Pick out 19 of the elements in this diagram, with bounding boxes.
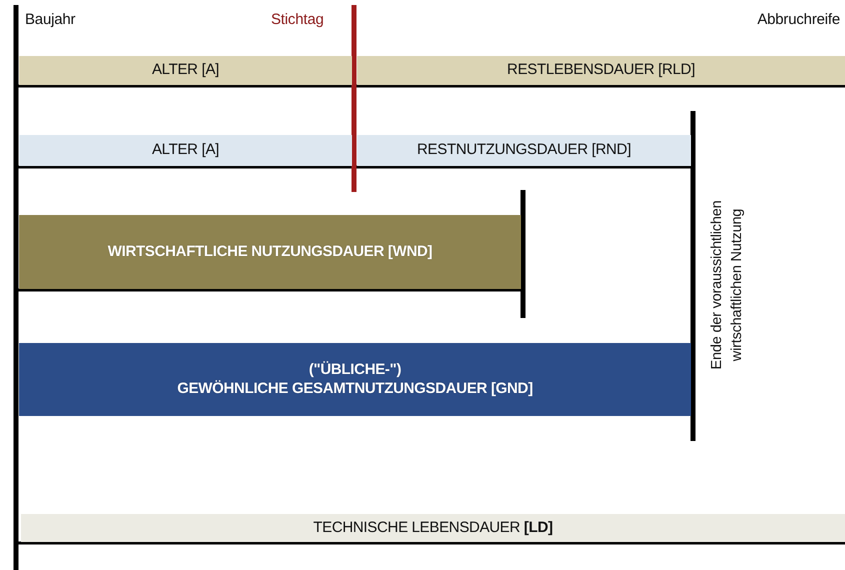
duration-bar — [19, 56, 352, 85]
bar-label: ("ÜBLICHE-") — [308, 360, 402, 380]
duration-bar — [21, 514, 845, 542]
bar-label: RESTLEBENSDAUER [RLD] — [507, 61, 695, 80]
vertical-note: Ende der voraussichtlichen wirtschaftlichen Nutzung — [708, 200, 746, 372]
bar-label: ALTER [A] — [152, 61, 220, 80]
duration-bar — [19, 135, 352, 166]
point-label: Abbruchreife — [757, 11, 840, 28]
bar-label: GEWÖHNLICHE GESAMTNUTZUNGSDAUER [GND] — [177, 380, 533, 398]
bar-label: ALTER [A] — [152, 141, 220, 160]
bar-label: TECHNISCHE LEBENSDAUER [LD] — [313, 518, 553, 538]
bar-label: RESTNUTZUNGSDAUER [RND] — [417, 141, 631, 160]
duration-bar — [357, 135, 691, 166]
bar-label: WIRTSCHAFTLICHE NUTZUNGSDAUER [WND] — [108, 242, 432, 262]
duration-bar — [19, 343, 691, 416]
duration-bar — [357, 56, 845, 85]
point-label: Baujahr — [25, 11, 76, 28]
duration-bar — [19, 215, 521, 289]
point-label: Stichtag — [271, 11, 324, 28]
